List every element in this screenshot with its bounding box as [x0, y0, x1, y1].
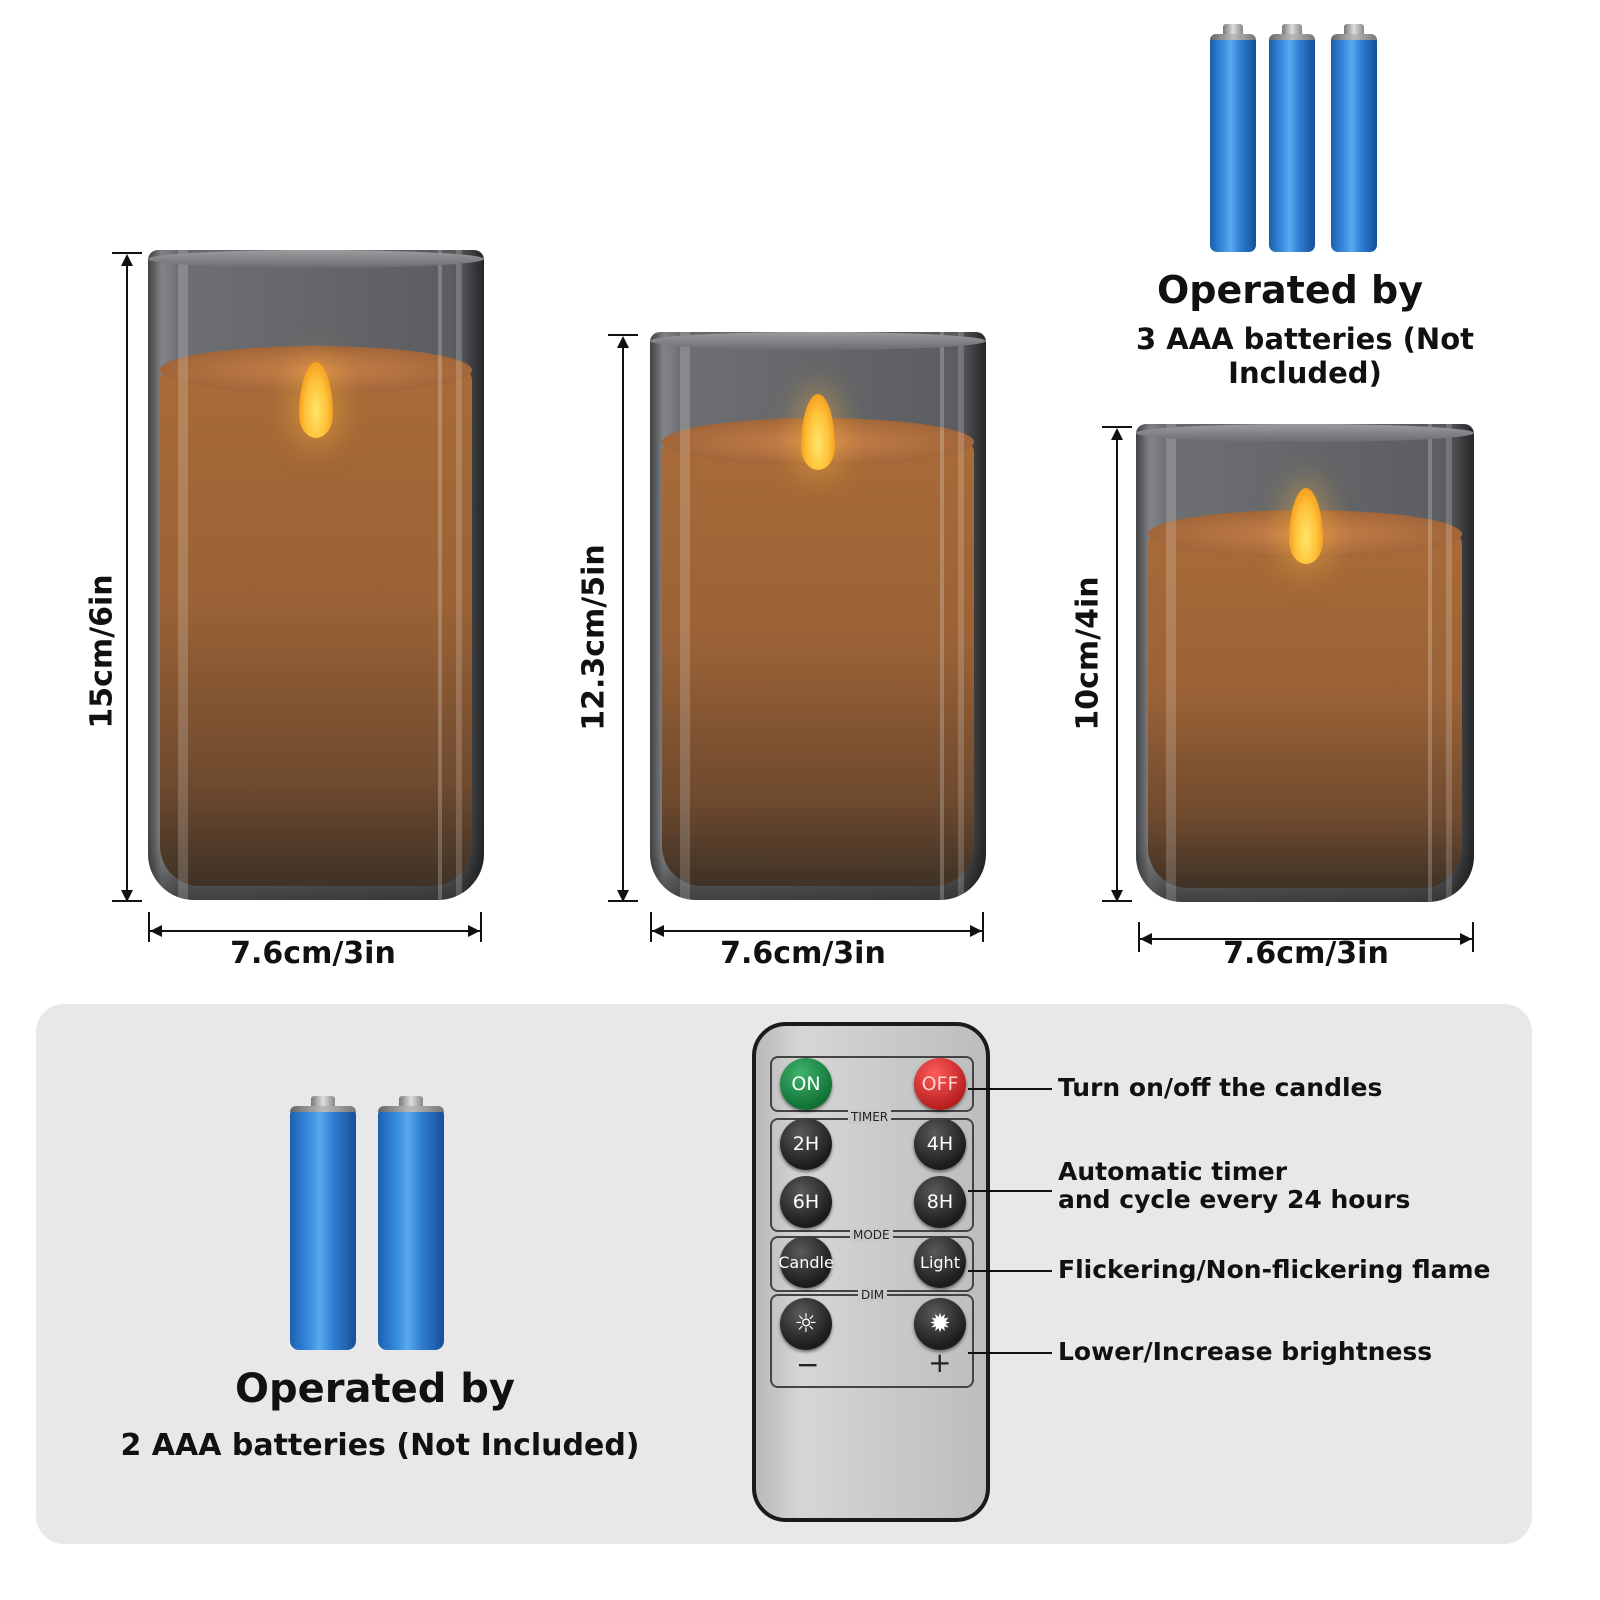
candle-medium-width: 7.6cm/3in	[720, 936, 886, 971]
candle-small-width: 7.6cm/3in	[1223, 936, 1389, 971]
candle-small	[1136, 424, 1474, 902]
callout-onoff: Turn on/off the candles	[1058, 1073, 1383, 1102]
callout-timer-2: and cycle every 24 hours	[1058, 1185, 1411, 1214]
battery-icon	[1269, 24, 1315, 252]
dim-label: DIM	[858, 1288, 888, 1302]
sun-dim-icon: ☼	[794, 1309, 818, 1339]
flame-icon	[801, 394, 835, 470]
on-button[interactable]: ON	[780, 1058, 832, 1110]
candle-mode-button[interactable]: Candle	[778, 1236, 834, 1288]
battery-top-subtitle: 3 AAA batteries (Not Included)	[1135, 322, 1474, 390]
battery-bottom-subtitle: 2 AAA batteries (Not Included)	[120, 1428, 640, 1463]
battery-icon	[1210, 24, 1256, 252]
timer-2h-button[interactable]: 2H	[780, 1118, 832, 1170]
battery-top-title: Operated by	[1157, 268, 1423, 312]
candle-large	[148, 250, 484, 900]
dim-up-button[interactable]: ✹	[914, 1298, 966, 1350]
callout-timer-1: Automatic timer	[1058, 1157, 1288, 1186]
battery-bottom-title: Operated by	[235, 1366, 515, 1412]
dim-down-button[interactable]: ☼	[780, 1298, 832, 1350]
callout-dim: Lower/Increase brightness	[1058, 1337, 1433, 1366]
candle-large-height: 15cm/6in	[84, 574, 120, 729]
flame-icon	[299, 362, 333, 438]
timer-6h-button[interactable]: 6H	[780, 1176, 832, 1228]
minus-label: −	[796, 1348, 820, 1381]
candle-medium-height: 12.3cm/5in	[576, 544, 612, 731]
light-mode-button[interactable]: Light	[914, 1236, 966, 1288]
remote-control: ON OFF TIMER 2H 4H 6H 8H MODE Candle Lig…	[752, 1022, 990, 1522]
battery-icon	[378, 1096, 444, 1350]
plus-label: +	[928, 1346, 952, 1379]
candle-small-height: 10cm/4in	[1070, 576, 1106, 731]
timer-8h-button[interactable]: 8H	[914, 1176, 966, 1228]
candle-large-width: 7.6cm/3in	[230, 936, 396, 971]
timer-4h-button[interactable]: 4H	[914, 1118, 966, 1170]
sun-bright-icon: ✹	[929, 1309, 951, 1339]
battery-icon	[290, 1096, 356, 1350]
callout-mode: Flickering/Non-flickering flame	[1058, 1255, 1491, 1284]
timer-label: TIMER	[848, 1110, 892, 1124]
battery-icon	[1331, 24, 1377, 252]
flame-icon	[1289, 488, 1323, 564]
off-button[interactable]: OFF	[914, 1058, 966, 1110]
mode-label: MODE	[850, 1228, 893, 1242]
candle-medium	[650, 332, 986, 900]
